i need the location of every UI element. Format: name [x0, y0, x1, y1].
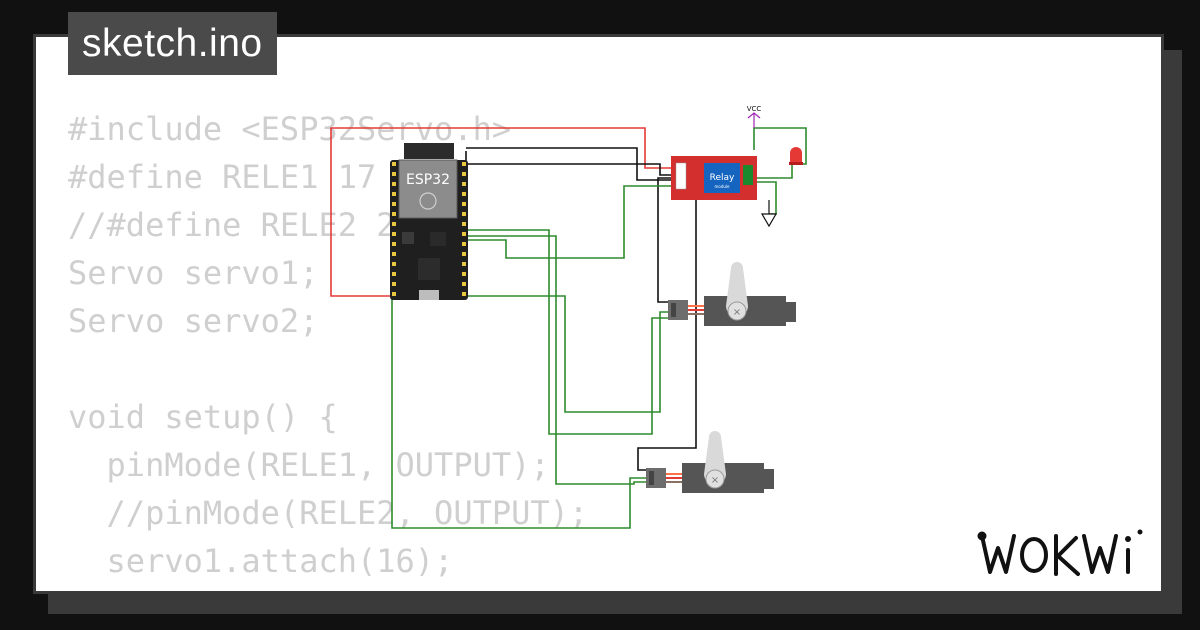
led[interactable] — [789, 147, 803, 165]
wire-green-servo2-b — [391, 296, 646, 529]
code-line: #include <ESP32Servo.h> — [68, 110, 512, 148]
wire-black-relay — [465, 151, 676, 176]
file-tab[interactable]: sketch.ino — [68, 12, 277, 75]
relay-label: Relay — [710, 173, 735, 183]
wire-green-relay — [466, 185, 676, 259]
code-line: pinMode(RELE1, OUTPUT); — [68, 446, 550, 484]
wire-green-servo2-a — [466, 295, 668, 413]
wire-black-relay-2 — [466, 147, 676, 181]
code-line: void setup() { — [68, 398, 338, 436]
wire-red — [330, 127, 676, 297]
esp32-board[interactable]: ESP32 — [390, 143, 468, 300]
esp32-label: ESP32 — [406, 172, 450, 188]
ground-symbol — [760, 200, 778, 228]
code-line: Servo servo1; — [68, 254, 319, 292]
vcc-symbol: VCC — [747, 105, 762, 128]
relay-module[interactable]: Relay module — [671, 156, 757, 200]
wire-green-led-2 — [756, 181, 777, 215]
servo-1[interactable]: × — [668, 262, 796, 326]
code-line: Servo servo2; — [68, 302, 319, 340]
relay-sublabel: module — [715, 184, 731, 189]
code-line: //pinMode(RELE2, OUTPUT); — [68, 494, 589, 532]
wifi-icon — [419, 192, 437, 210]
wire-black-servo2 — [637, 180, 697, 471]
svg-text:×: × — [733, 307, 741, 318]
esp32-pins — [392, 162, 466, 296]
svg-text:×: × — [711, 475, 719, 486]
code-line: //#define RELE2 2 — [68, 206, 396, 244]
wire-black-servo1 — [657, 177, 676, 303]
code-line: #define RELE1 17 — [68, 158, 377, 196]
code-preview: #include <ESP32Servo.h> #define RELE1 17 /… — [68, 105, 589, 591]
servo-2[interactable]: × — [646, 431, 774, 493]
vcc-label: VCC — [747, 105, 762, 113]
code-line: servo1.attach(16); — [68, 542, 454, 580]
wokwi-logo — [977, 529, 1143, 576]
code-line: servo2.attach(32); — [68, 585, 588, 591]
wire-green-servo1-a — [466, 229, 668, 435]
wire-green-servo1-b — [466, 235, 646, 485]
